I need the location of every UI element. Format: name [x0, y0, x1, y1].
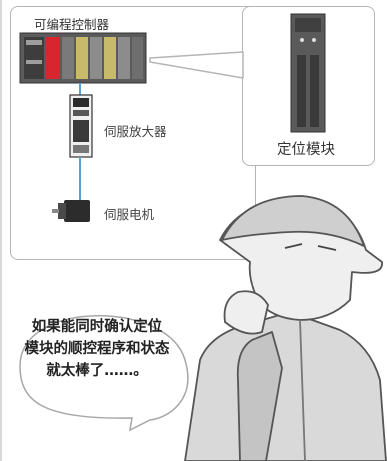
callout-pointer	[149, 51, 244, 79]
positioning-module-image	[290, 13, 326, 133]
positioning-module-label: 定位模块	[277, 142, 335, 158]
plc-rack-image	[19, 32, 147, 84]
speech-line-3: 就太棒了……。	[46, 363, 148, 379]
worker-figure-image	[184, 195, 387, 461]
servo-motor-image	[52, 200, 90, 222]
speech-line-2: 模块的顺控程序和状态	[24, 341, 170, 357]
left-divider	[0, 0, 2, 461]
speech-bubble	[19, 315, 189, 432]
speech-bubble-text: 如果能同时确认定位 模块的顺控程序和状态 就太棒了……。	[8, 316, 186, 382]
servo-motor-label: 伺服电机	[104, 207, 155, 222]
plc-label: 可编程控制器	[34, 17, 110, 32]
speech-line-1: 如果能同时确认定位	[31, 319, 163, 335]
servo-amplifier-image	[69, 94, 93, 158]
servo-amplifier-label: 伺服放大器	[104, 124, 167, 139]
